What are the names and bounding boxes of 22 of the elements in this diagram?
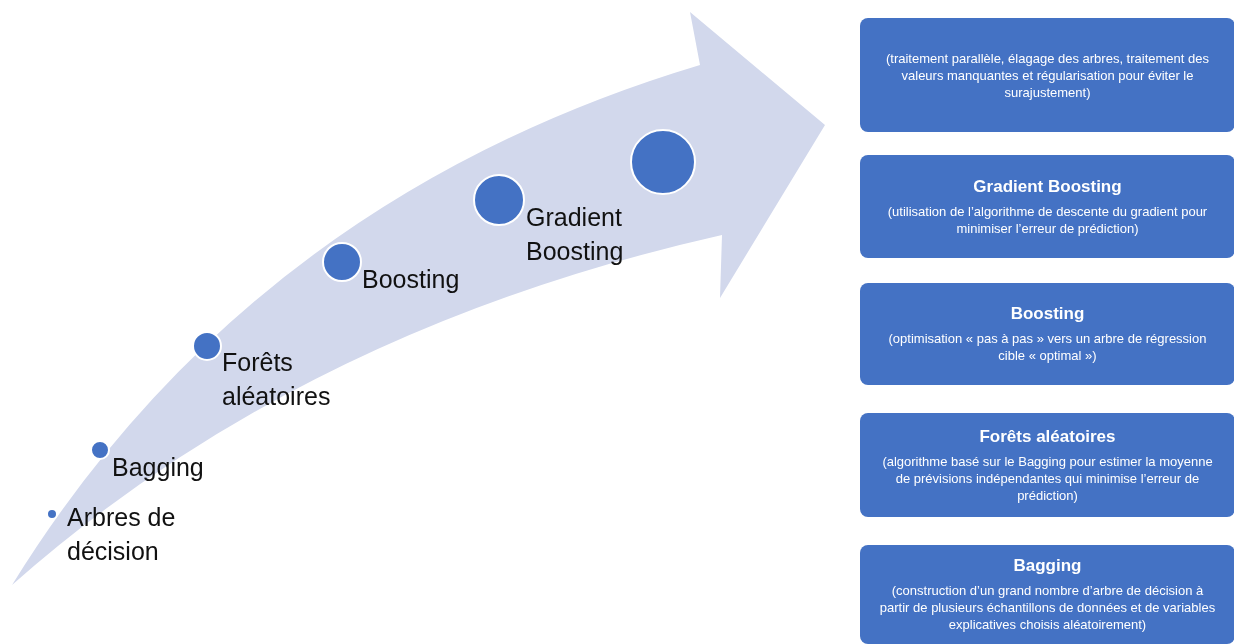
- box-description: (utilisation de l’algorithme de descente du gradient pour minimiser l’erreur de prédiction): [886, 202, 1209, 237]
- info-box: [860, 545, 1234, 644]
- box-description: (traitement parallèle, élagage des arbres, traitement des valeurs manquantes et régularisation pour éviter le surajustement): [885, 49, 1210, 101]
- box-heading: Boosting: [1009, 304, 1086, 324]
- box-heading: Bagging: [1012, 556, 1083, 576]
- info-box: [860, 155, 1234, 258]
- milestone-label: Forêts aléatoires: [222, 347, 332, 412]
- milestone-label: Arbres de décision: [67, 502, 177, 567]
- info-box: [860, 413, 1234, 517]
- info-box: [860, 18, 1234, 132]
- milestone-label: Gradient Boosting: [526, 202, 625, 267]
- milestone-dot: [46, 508, 58, 520]
- milestone-label: Bagging: [112, 452, 205, 483]
- box-description: (construction d’un grand nombre d’arbre de décision à partir de plusieurs échantillons de données et de variables explicatives choisis aléatoirement): [878, 582, 1217, 633]
- info-box: [860, 283, 1234, 385]
- box-description: (optimisation « pas à pas » vers un arbre de régression cible « optimal »): [887, 330, 1208, 364]
- milestone-label: Boosting: [362, 264, 461, 295]
- box-description: (algorithme basé sur le Bagging pour estimer la moyenne de prévisions indépendantes qui minimise l’erreur de prédiction): [881, 452, 1214, 504]
- milestone-dot: [192, 331, 222, 361]
- box-heading: Gradient Boosting: [972, 176, 1123, 197]
- milestone-dot: [90, 440, 110, 460]
- box-heading: Forêts aléatoires: [978, 426, 1117, 447]
